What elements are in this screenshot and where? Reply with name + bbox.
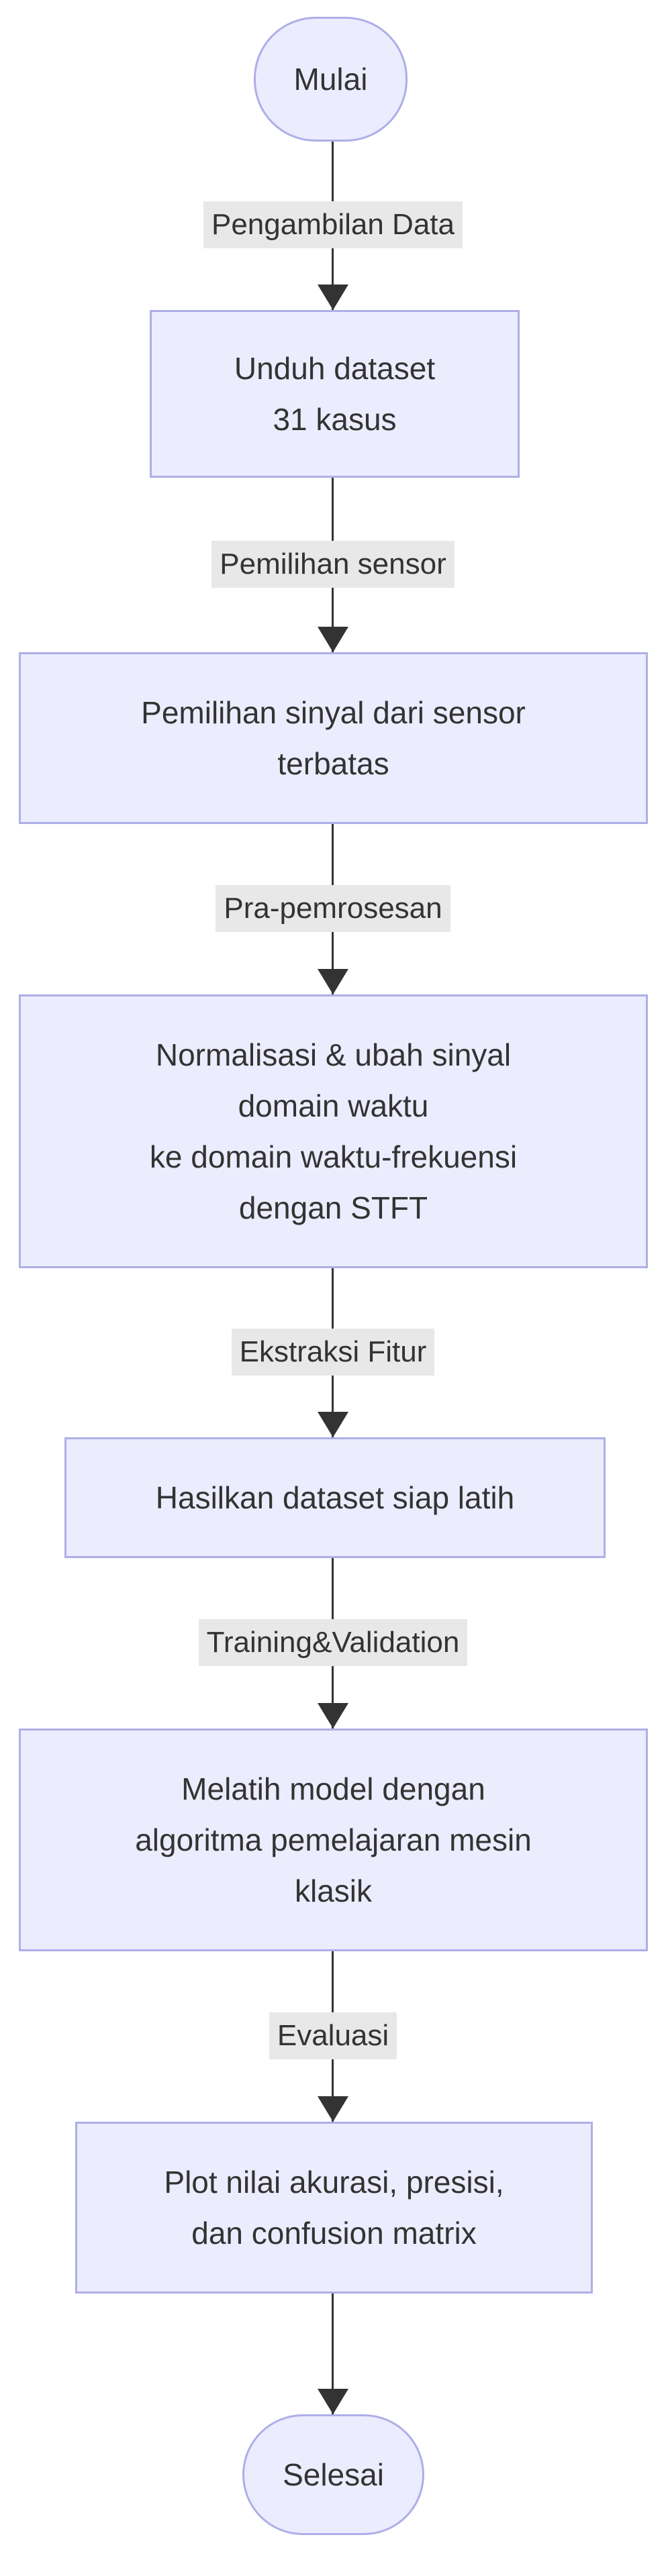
node-dataset-ready: Hasilkan dataset siap latih [64,1437,606,1558]
node-start: Mulai [254,17,408,142]
edge-label-text: Ekstraksi Fitur [231,1329,435,1376]
node-plot-results: Plot nilai akurasi, presisi, dan confusi… [75,2122,593,2294]
edge-label-text: Pemilihan sensor [211,541,455,588]
node-line: domain waktu [238,1088,429,1123]
arrowhead-icon [318,2389,348,2414]
node-line: Hasilkan dataset siap latih [155,1480,515,1515]
edge-label-training-validation: Training&Validation [0,1619,666,1666]
node-line: Selesai [283,2457,384,2492]
node-line: klasik [294,1873,373,1908]
node-line: Mulai [293,62,368,97]
node-end: Selesai [242,2414,424,2535]
node-line: 31 kasus [273,402,397,437]
arrowhead-icon [318,2096,348,2122]
node-line: Normalisasi & ubah sinyal [155,1037,512,1072]
node-preprocessing: Normalisasi & ubah sinyal domain waktu k… [19,994,648,1268]
node-line: dengan STFT [238,1190,428,1225]
node-line: algoritma pemelajaran mesin [135,1822,532,1857]
node-line: Plot nilai akurasi, presisi, [164,2165,504,2200]
node-line: Unduh dataset [234,351,436,386]
edge-label-ekstraksi-fitur: Ekstraksi Fitur [0,1329,666,1376]
node-line: Pemilihan sinyal dari sensor [141,695,526,730]
edge-label-text: Training&Validation [198,1619,468,1666]
node-line: Melatih model dengan [181,1771,485,1806]
arrowhead-icon [318,1412,348,1437]
edge-label-text: Pra-pemrosesan [216,885,450,932]
edge-label-text: Pengambilan Data [203,201,463,248]
edge-label-pengambilan-data: Pengambilan Data [0,201,666,248]
node-training: Melatih model dengan algoritma pemelajar… [19,1729,648,1951]
arrowhead-icon [318,285,348,310]
edge-label-pemilihan-sensor: Pemilihan sensor [0,541,666,588]
arrowhead-icon [318,969,348,994]
arrowhead-icon [318,1703,348,1729]
node-line: dan confusion matrix [191,2216,477,2251]
node-line: ke domain waktu-frekuensi [149,1139,518,1174]
edge-plot-end [332,2294,334,2414]
edge-label-text: Evaluasi [269,2012,397,2059]
arrowhead-icon [318,627,348,652]
node-line: terbatas [277,746,389,781]
node-signal-selection: Pemilihan sinyal dari sensor terbatas [19,652,648,824]
edge-label-evaluasi: Evaluasi [0,2012,666,2059]
edge-label-pra-pemrosesan: Pra-pemrosesan [0,885,666,932]
node-download-dataset: Unduh dataset 31 kasus [150,310,520,478]
